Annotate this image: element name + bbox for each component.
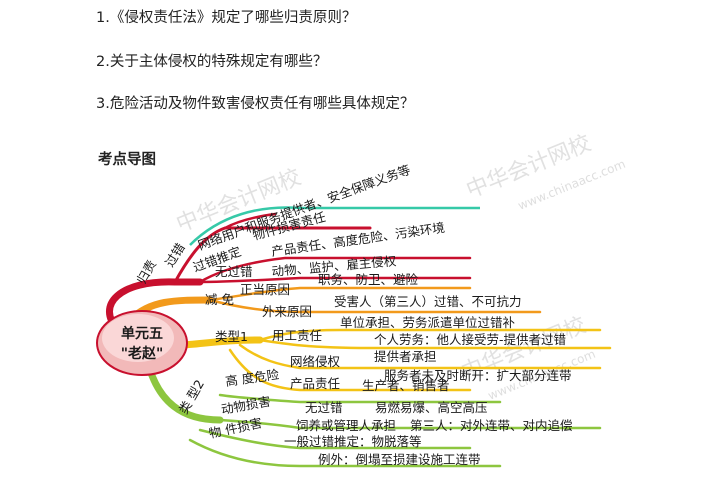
jianmian-label: 减 免 [205, 292, 234, 307]
center-subtitle: "老赵" [121, 345, 164, 362]
wuguocuo-type2-label: 无过错 [305, 400, 343, 415]
danwei-label: 单位承担、劳务派遣单位过错补 [340, 315, 516, 330]
zhengdang-label: 正当原因 [240, 282, 290, 297]
labels-jianmian: 减 免 正当原因 职务、防卫、避险 外来原因 受害人（第三人）过错、不可抗力 [205, 272, 522, 319]
type1-label: 类型1 [215, 329, 248, 344]
question-3: 3.危险活动及物件致害侵权责任有哪些具体规定？ [96, 96, 415, 112]
geren-label: 个人劳务：他人接受劳-提供者过错 [374, 332, 566, 347]
wuguocuo-label: 无过错 [215, 264, 253, 279]
type2-label: 类 型2 [176, 377, 207, 416]
shengchan-label: 生产者、销售者 [362, 378, 450, 393]
question-1: 1.《侵权责任法》规定了哪些归责原则？ [96, 10, 357, 26]
labels-type1: 类型1 用工责任 单位承担、劳务派遣单位过错补 个人劳务：他人接受劳-提供者过错… [215, 315, 572, 393]
disanren-label: 第三人：对外连带、对内追偿 [410, 418, 573, 433]
wailai-label: 外来原因 [262, 304, 312, 319]
tigongzhe-label: 提供者承担 [374, 349, 437, 364]
watermark-text: 中华会计网校 [463, 131, 595, 204]
branch-type2 [146, 366, 602, 468]
chanpin-type1-label: 产品责任 [290, 376, 340, 391]
mindmap-heading: 考点导图 [98, 152, 156, 168]
liwai-label: 例外：倒塌至损建设施工连带 [318, 452, 481, 467]
zhiwu-label: 职务、防卫、避险 [318, 272, 419, 287]
shouhai-label: 受害人（第三人）过错、不可抗力 [334, 294, 522, 309]
question-2: 2.关于主体侵权的特殊规定有哪些？ [96, 54, 328, 70]
yonggong-label: 用工责任 [272, 328, 322, 343]
fuwuzhe-label: 服务者未及时断开：扩大部分连带 [384, 368, 572, 383]
center-title: 单元五 [121, 325, 163, 342]
yiran-label: 易燃易爆、高空高压 [375, 400, 488, 415]
siyang-label: 饲养或管理人承担 [296, 418, 396, 433]
center-node: 单元五 "老赵" [96, 310, 188, 376]
labels-type2: 类 型2 高 度危险 易燃易爆、高空高压 动物损害 无过错 饲养或管理人承担 第… [176, 367, 573, 467]
yiban-label: 一般过错推定：物脱落等 [284, 434, 422, 449]
wangluo-label: 网络侵权 [290, 354, 341, 369]
branch-guize-network-line [189, 206, 480, 246]
